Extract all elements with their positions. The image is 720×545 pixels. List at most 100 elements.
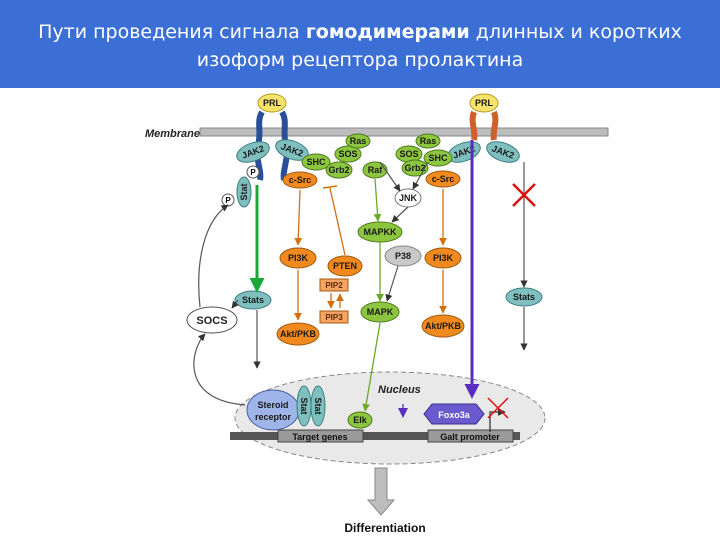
shc-right [423,149,453,167]
raf [362,161,388,179]
arrow-raf-mapkk [373,178,382,222]
pip3-label: PIP3 [325,313,343,322]
p38 [384,245,422,267]
grb2-left-label: Grb2 [328,165,349,175]
mapk-label: MAPK [367,307,394,317]
stat-nuclear-a-label: Stat [299,397,309,414]
pten [327,255,363,277]
title-line2: изоформ рецептора пролактина [196,49,524,71]
stat-nuclear-b-label: Stat [313,397,323,414]
csrc-right [425,170,461,188]
p38-label: P38 [395,251,411,261]
stat-left: Stat [236,176,252,208]
receptor-right-chain1 [469,110,478,141]
arrow-stats-socs [231,299,239,309]
target-genes-label: Target genes [292,432,347,442]
slide-header: Пути проведения сигнала гомодимерами дли… [0,0,720,88]
ras-right [415,133,441,149]
jak2-left-a: JAK2 [236,141,270,163]
promoter-arrow [489,408,506,432]
sos-right-label: SOS [399,149,418,159]
pip2 [319,278,349,292]
sos-left-label: SOS [338,149,357,159]
arrow-jnk-mapkk [391,206,409,223]
prl-label-left: PRL [263,98,282,108]
shc-left-label: SHC [306,157,326,167]
mapkk-label: MAPKK [364,227,397,237]
grb2-right-label: Grb2 [404,163,425,173]
galt-promoter-label: Galt promoter [440,432,500,442]
csrc-left [282,171,318,189]
stat-nuclear-b: Stat [310,385,326,427]
prl-ligand-right [469,93,499,113]
stat-nuclear-a: Stat [296,385,312,427]
galt-promoter-box [427,429,514,443]
membrane-bar [199,127,609,137]
inhibit-csrc-pten [329,187,346,256]
pi3k-right [424,247,462,269]
stats-right [505,287,543,307]
ras-left-label: Ras [350,136,367,146]
akt-right [421,314,465,338]
akt-right-label: Akt/PKB [425,321,462,331]
arrow-socs-jak2 [198,204,229,308]
jnk-label: JNK [399,193,418,203]
grb2-right [401,159,429,177]
receptor-right-chain2 [490,110,499,141]
mapk [360,301,400,323]
steroid-label: Steroid [257,400,288,410]
title-bold: гомодимерами [305,21,470,43]
title-part2: длинных и коротких [469,21,682,43]
shc-left [301,153,331,171]
p-label-1: P [250,168,256,177]
arrow-raf-jnk [379,161,401,192]
foxo3a-label: Foxo3a [438,410,471,420]
slide-title: Пути проведения сигнала гомодимерами дли… [0,18,720,74]
csrc-left-label: c-Src [289,175,312,185]
foxo3a [423,403,485,425]
pip3 [319,310,349,324]
differentiation-arrow [366,467,396,516]
arrow-mapk-elk [362,322,381,412]
p-circle-1 [246,165,260,179]
signaling-diagram: Membrane Nucleus PRL JAK2 JAK2 Stat P P … [145,93,609,535]
pi3k-right-label: PI3K [433,253,454,263]
pi3k-left [279,247,317,269]
arrow-csrc-pi3k-left [294,189,303,246]
akt-left [276,322,320,346]
socs-label: SOCS [196,315,227,327]
steroid-receptor [246,389,300,431]
arrow-p38-mapk [385,265,399,302]
prl-ligand-left [257,93,287,113]
stat-left-label: Stat [239,183,249,200]
stats-right-label: Stats [513,292,535,302]
differentiation-label: Differentiation [344,521,425,535]
nucleus-label: Nucleus [378,384,421,396]
csrc-right-label: c-Src [432,174,455,184]
socs [186,306,238,334]
elk-label: Elk [353,415,368,425]
pten-label: PTEN [333,261,357,271]
stats-left-label: Stats [242,295,264,305]
membrane-label: Membrane [145,128,200,140]
elk [347,411,373,429]
jak2-right-b: JAK2 [486,141,520,163]
receptor-label: receptor [255,412,292,422]
arrow-steroid-socs [193,333,246,406]
red-x-1b [512,183,536,207]
p-label-2: P [225,196,231,205]
akt-left-label: Akt/PKB [280,329,317,339]
ras-right-label: Ras [420,136,437,146]
pip2-label: PIP2 [325,281,343,290]
red-x-2b [487,397,509,419]
diagram-stage: Membrane Nucleus PRL JAK2 JAK2 Stat P P … [0,88,720,540]
title-part1: Пути проведения сигнала [38,21,306,43]
raf-label: Raf [368,165,384,175]
prl-label-right: PRL [475,98,494,108]
shc-right-label: SHC [428,153,448,163]
arrow-sos-jnk [412,161,429,190]
grb2-left [325,161,353,179]
target-genes-box [277,429,364,443]
sos-left [334,145,362,163]
dna-strand [230,432,520,440]
